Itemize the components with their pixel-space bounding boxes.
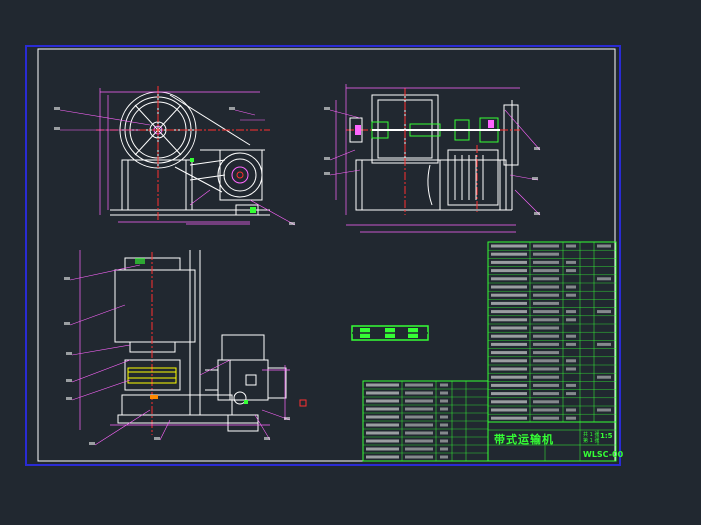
parts-list-left-rows [363, 380, 488, 459]
side-view [329, 84, 541, 233]
drawing-code: WLSC-00 [583, 450, 624, 459]
title-block [487, 421, 617, 462]
leader-labels [54, 107, 540, 445]
sheet-border-outer [25, 45, 621, 466]
drawing-scale: 1:5 [600, 432, 613, 440]
front-view [59, 86, 296, 226]
section-detail [351, 325, 429, 341]
drawing-sheet: 第 1 张 [583, 438, 600, 444]
parts-list-right-rows [488, 241, 616, 420]
sheet-border-inner [37, 48, 616, 462]
top-view [69, 250, 307, 446]
drawing-title: 带式运输机 [494, 433, 554, 446]
drawing-sheet-total: 共 1 张 [583, 432, 600, 438]
